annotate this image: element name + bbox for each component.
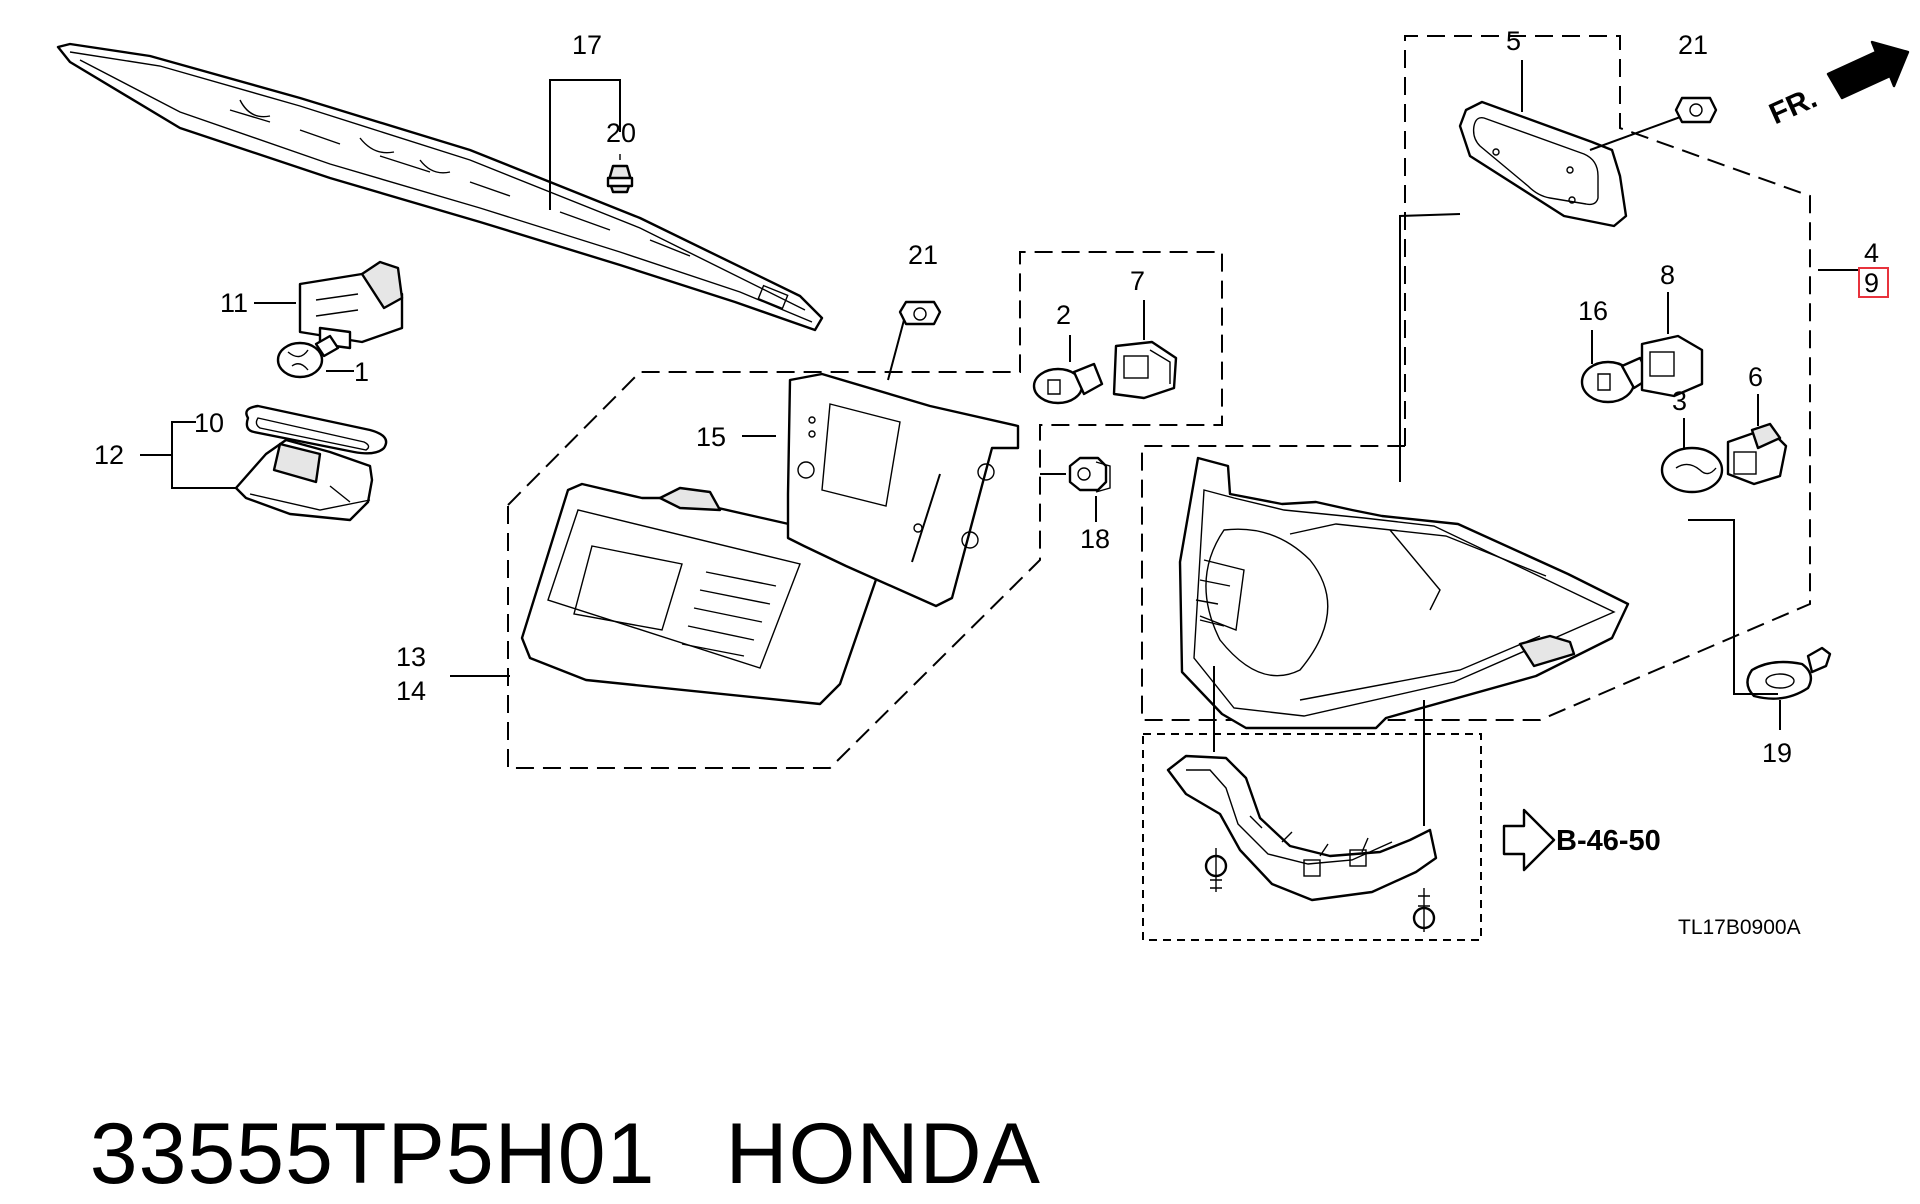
callout-12: 12 — [94, 440, 124, 470]
callout-9-highlight — [1858, 267, 1889, 298]
bracket-part-15 — [786, 372, 1020, 608]
socket-part-7 — [1112, 340, 1178, 400]
front-direction-arrow — [1826, 40, 1910, 100]
leader-19-a — [1688, 519, 1778, 695]
screw-left — [1204, 848, 1228, 892]
bulb-part-3 — [1660, 446, 1724, 494]
drawing-code: TL17B0900A — [1678, 916, 1801, 939]
callout-5: 5 — [1506, 26, 1521, 56]
callout-7: 7 — [1130, 266, 1145, 296]
bulb-part-16 — [1580, 356, 1652, 404]
callout-15: 15 — [696, 422, 726, 452]
license-lamp-part-12 — [234, 438, 374, 522]
callout-21-left: 21 — [908, 240, 938, 270]
bulb-part-2 — [1032, 362, 1104, 405]
callout-13: 13 — [396, 642, 426, 672]
socket-part-8 — [1640, 334, 1704, 398]
leader-15-b — [911, 473, 941, 563]
reference-arrow-icon — [1502, 808, 1556, 872]
callout-2: 2 — [1056, 300, 1071, 330]
group-outline-bracket — [1142, 733, 1482, 941]
grommet-part-18 — [1068, 456, 1111, 493]
socket-part-6 — [1726, 422, 1788, 486]
grommet-part-19 — [1746, 646, 1832, 700]
callout-19: 19 — [1762, 738, 1792, 768]
leader-5-b — [1399, 213, 1461, 482]
group-outline-inner-lamp — [507, 251, 1223, 769]
nut-part-21-left — [898, 300, 942, 326]
nut-part-21-right — [1674, 96, 1718, 124]
lamp-bracket — [1166, 754, 1438, 902]
callout-3: 3 — [1672, 386, 1687, 416]
front-direction-label: FR. — [1764, 81, 1822, 131]
callout-6: 6 — [1748, 362, 1763, 392]
leader-21b — [1589, 111, 1695, 151]
reference-label: B-46-50 — [1556, 825, 1661, 857]
leader-21a — [887, 319, 905, 381]
parts-diagram: FR. — [56, 26, 1910, 941]
callout-11: 11 — [220, 288, 248, 318]
group-outline-outer-lamp — [1141, 35, 1811, 721]
footer-caption: 33555TP5H01 HONDA — [40, 1006, 1041, 1204]
screw-right — [1412, 888, 1436, 932]
gasket-part-5 — [1458, 100, 1628, 228]
callout-1: 1 — [354, 357, 369, 387]
footer-part-number: 33555TP5H01 — [89, 1106, 656, 1202]
clip-part-20 — [606, 154, 634, 194]
garnish-strip-part-17 — [56, 42, 824, 332]
footer-brand: HONDA — [725, 1106, 1042, 1202]
callout-16: 16 — [1578, 296, 1608, 326]
gasket-part-10 — [245, 404, 388, 455]
callout-17: 17 — [572, 30, 602, 60]
callout-8: 8 — [1660, 260, 1675, 290]
tail-lamp-part-4-9 — [1178, 456, 1630, 730]
callout-20: 20 — [606, 118, 636, 148]
callout-14: 14 — [396, 676, 426, 706]
bulb-part-1 — [276, 334, 340, 379]
callout-10: 10 — [194, 408, 224, 438]
callout-9: 9 — [1864, 268, 1879, 298]
socket-part-11 — [298, 260, 404, 350]
callout-21-right: 21 — [1678, 30, 1708, 60]
leader-17 — [549, 79, 621, 210]
callout-4: 4 — [1864, 238, 1879, 268]
callout-18: 18 — [1080, 524, 1110, 554]
